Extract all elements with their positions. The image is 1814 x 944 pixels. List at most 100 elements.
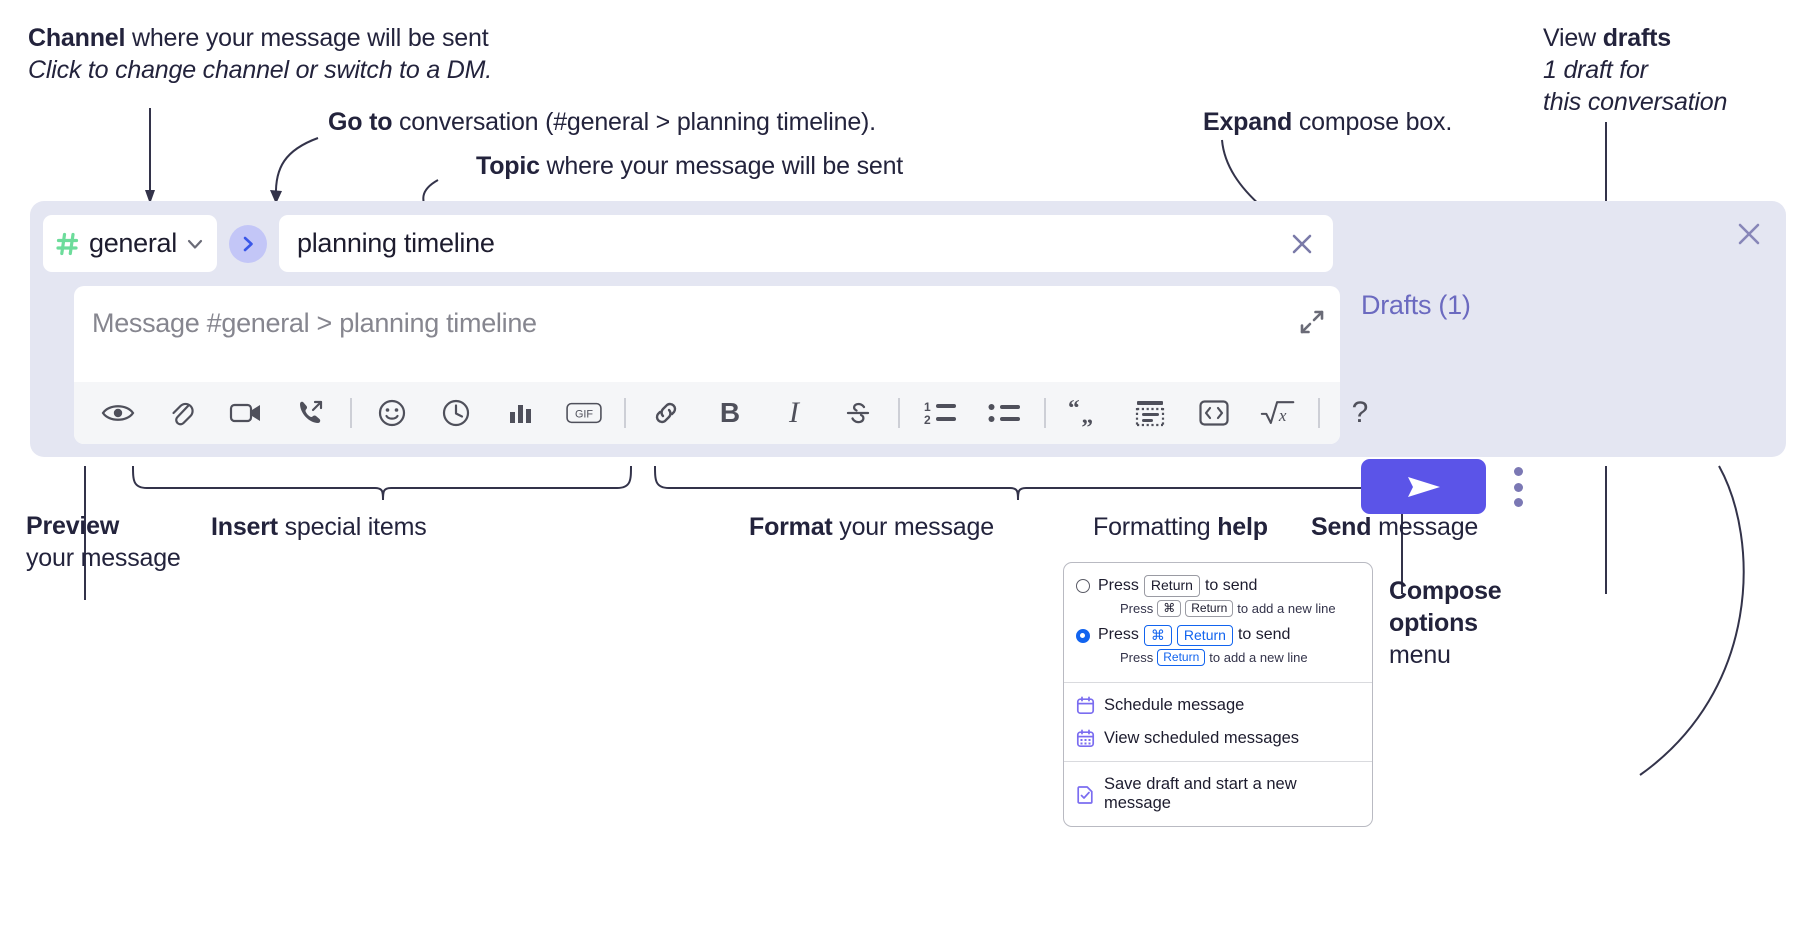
topic-clear-icon[interactable] xyxy=(1287,229,1317,259)
formatting-toolbar: GIF B I xyxy=(74,382,1368,444)
annotation-drafts-bold: drafts xyxy=(1602,24,1671,52)
annotation-channel: Channel where your message will be sent … xyxy=(28,22,492,86)
bold-button[interactable]: B xyxy=(712,391,748,435)
italic-icon: I xyxy=(789,396,799,429)
code-block-button[interactable] xyxy=(1132,391,1168,435)
key-return: Return xyxy=(1157,649,1206,666)
annotation-format-rest: your message xyxy=(832,513,994,541)
compose-options-menu: Press Return to send Press ⌘ Return to a… xyxy=(1063,562,1373,827)
panel-close-button[interactable] xyxy=(1734,219,1764,249)
toolbar-separator xyxy=(1044,398,1046,428)
blockquote-icon: “ „ xyxy=(1068,398,1094,428)
toolbar-separator xyxy=(350,398,352,428)
menu-item-save-draft[interactable]: Save draft and start a new message xyxy=(1064,768,1372,820)
svg-text:GIF: GIF xyxy=(575,408,593,420)
annotation-goto-bold: Go to xyxy=(328,108,393,136)
annotation-preview-bold: Preview xyxy=(26,512,120,540)
menu-item-label: Schedule message xyxy=(1104,696,1245,714)
goto-conversation-button[interactable] xyxy=(229,224,267,263)
italic-button[interactable]: I xyxy=(776,391,812,435)
more-vertical-dot xyxy=(1513,482,1523,492)
bullet-list-icon xyxy=(988,404,1020,422)
annotation-channel-rest: where your message will be sent xyxy=(125,24,489,52)
poll-bar-chart-icon xyxy=(510,405,531,423)
drafts-link[interactable]: Drafts (1) xyxy=(1361,290,1471,320)
phone-audio-icon xyxy=(300,400,323,423)
key-return: Return xyxy=(1176,624,1233,646)
channel-selector[interactable]: general xyxy=(43,215,217,272)
svg-text:x: x xyxy=(1278,406,1287,425)
svg-text:1: 1 xyxy=(924,400,931,414)
menu-radio-option[interactable]: Press ⌘ Return to send Press Return to a… xyxy=(1064,623,1372,673)
annotation-compose-options: Compose options menu xyxy=(1389,575,1502,671)
menu-item-label: View scheduled messages xyxy=(1104,729,1300,747)
math-button[interactable]: x xyxy=(1260,391,1296,435)
audio-clip-button[interactable] xyxy=(292,391,328,435)
blockquote-button[interactable]: “ „ xyxy=(1068,391,1104,435)
chevron-down-icon[interactable] xyxy=(185,234,205,254)
gif-button[interactable]: GIF xyxy=(566,391,602,435)
bullet-list-button[interactable] xyxy=(986,391,1022,435)
channel-name-label: general xyxy=(89,228,177,258)
topic-input[interactable]: planning timeline xyxy=(279,215,1333,272)
annotation-formatting-help-bold: help xyxy=(1217,513,1268,541)
preview-icon xyxy=(101,405,135,421)
ordered-list-button[interactable]: 1 2 xyxy=(922,391,958,435)
option-sub-pre: Press xyxy=(1120,650,1154,665)
annotation-format: Format your message xyxy=(749,511,994,543)
ordered-list-icon: 1 2 xyxy=(924,400,956,427)
calendar-list-icon xyxy=(1076,729,1095,748)
video-clip-button[interactable] xyxy=(228,391,264,435)
send-button[interactable] xyxy=(1361,459,1486,514)
strikethrough-button[interactable] xyxy=(840,391,876,435)
annotation-preview-line2: your message xyxy=(26,544,181,572)
attachment-button[interactable] xyxy=(164,391,200,435)
code-block-icon xyxy=(1135,401,1165,427)
annotation-channel-sub: Click to change channel or switch to a D… xyxy=(28,56,493,84)
key-return: Return xyxy=(1143,575,1200,597)
svg-text:„: „ xyxy=(1082,403,1094,428)
preview-button[interactable] xyxy=(100,391,136,435)
option-post-label: to send xyxy=(1204,576,1258,594)
more-vertical-dot xyxy=(1513,498,1523,507)
math-sqrt-icon: x xyxy=(1260,401,1295,425)
annotation-drafts-pre: View xyxy=(1543,24,1603,52)
option-pre-label: Press xyxy=(1098,626,1139,644)
annotation-goto-rest: conversation (#general > planning timeli… xyxy=(392,108,876,136)
menu-item-view-scheduled-messages[interactable]: View scheduled messages xyxy=(1064,722,1372,755)
annotation-compose-options-l2: options xyxy=(1389,609,1478,637)
annotation-insert: Insert special items xyxy=(211,511,427,543)
link-button[interactable] xyxy=(648,391,684,435)
attachment-icon xyxy=(172,402,194,426)
radio-button-selected[interactable] xyxy=(1076,628,1090,643)
option-sub-post: to add a new line xyxy=(1209,650,1308,665)
video-camera-icon xyxy=(229,403,260,423)
more-vertical-dot xyxy=(1513,467,1523,476)
annotation-compose-options-l3: menu xyxy=(1389,641,1451,669)
key-command: ⌘ xyxy=(1143,624,1172,646)
radio-button[interactable] xyxy=(1076,579,1090,593)
formatting-help-button[interactable]: ? xyxy=(1342,391,1378,435)
annotation-preview: Preview your message xyxy=(26,510,181,574)
send-paper-plane-icon xyxy=(1407,476,1440,497)
reminder-button[interactable] xyxy=(438,391,474,435)
menu-schedule-group: Schedule message View scheduled messages xyxy=(1064,683,1372,761)
compose-options-button[interactable] xyxy=(1507,464,1529,510)
inline-code-button[interactable] xyxy=(1196,391,1232,435)
poll-button[interactable] xyxy=(502,391,538,435)
annotation-formatting-help: Formatting help xyxy=(1093,511,1268,543)
hash-icon xyxy=(55,231,81,257)
help-question-icon: ? xyxy=(1351,396,1369,429)
annotation-format-bold: Format xyxy=(749,513,833,541)
annotation-topic-rest: where your message will be sent xyxy=(539,152,904,180)
annotation-send-bold: Send xyxy=(1311,513,1372,541)
emoji-button[interactable] xyxy=(374,391,410,435)
key-return: Return xyxy=(1185,599,1234,617)
expand-compose-button[interactable] xyxy=(1298,308,1326,336)
menu-radio-option[interactable]: Press Return to send Press ⌘ Return to a… xyxy=(1064,573,1372,623)
key-command: ⌘ xyxy=(1157,599,1182,617)
message-input-box[interactable]: Message #general > planning timeline xyxy=(74,286,1368,444)
expand-diagonal-icon xyxy=(1300,310,1324,334)
menu-item-schedule-message[interactable]: Schedule message xyxy=(1064,689,1372,722)
svg-text:“: “ xyxy=(1068,398,1080,422)
